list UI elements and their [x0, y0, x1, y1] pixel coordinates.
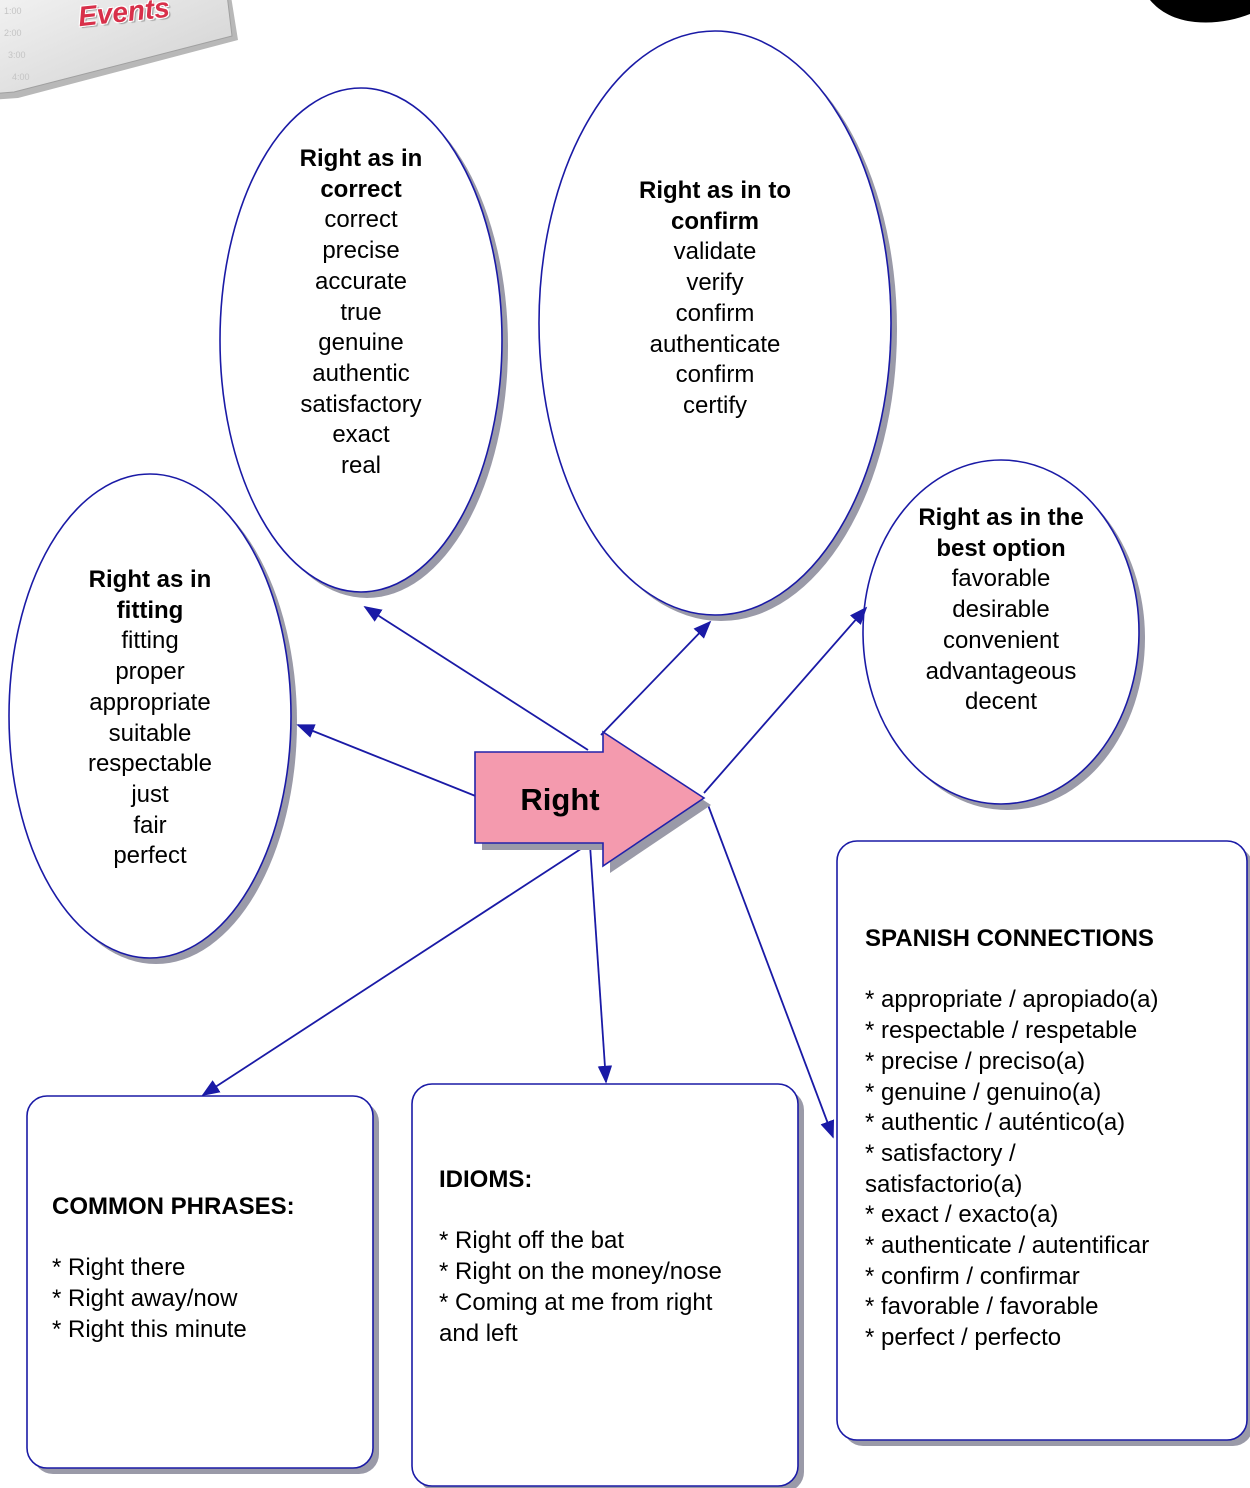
idiom-item: * Right off the bat: [439, 1227, 625, 1255]
common-phrases-heading: COMMON PHRASES:: [52, 1193, 295, 1220]
meaning-title: Right as in to confirm: [639, 177, 791, 235]
connector-to-correct: [363, 606, 589, 751]
meaning-word: certify: [682, 391, 747, 419]
common-phrase-item: * Right this minute: [52, 1315, 247, 1343]
connector-to-idioms: [589, 844, 613, 1084]
meaning-word: just: [131, 780, 169, 808]
meaning-word: exact: [332, 421, 390, 449]
meaning-word: respectable: [87, 750, 213, 778]
idiom-item: * Coming at me from right: [439, 1288, 713, 1316]
meaning-word: verify: [686, 269, 744, 297]
logo-time-label: 2:00: [4, 28, 22, 38]
center-arrow: [474, 730, 706, 868]
meaning-word: true: [340, 298, 382, 326]
meaning-word: fair: [133, 811, 167, 839]
meaning-word: advantageous: [925, 657, 1077, 685]
common-phrase-item: * Right there: [52, 1254, 186, 1282]
center-label: Right: [520, 782, 600, 817]
spanish-item: * genuine / genuino(a): [865, 1078, 1102, 1106]
meaning-word: accurate: [314, 267, 408, 295]
spanish-item: * satisfactory /: [865, 1139, 1016, 1167]
spanish-connections-text: SPANISH CONNECTIONS * appropriate / apro…: [865, 924, 1159, 1354]
logo-time-label: 1:00: [4, 6, 22, 16]
meaning-words: fitting proper appropriate suitable resp…: [20, 626, 280, 872]
meaning-words: validate verify confirm authenticate con…: [575, 237, 855, 421]
meaning-correct: Right as in correct correct precise accu…: [231, 144, 491, 482]
meaning-word: perfect: [113, 842, 187, 870]
meaning-word: validate: [673, 238, 757, 266]
meaning-word: suitable: [108, 719, 192, 747]
meaning-best-option: Right as in the best option favorable de…: [871, 503, 1131, 718]
meaning-word: authenticate: [649, 330, 781, 358]
meaning-fitting: Right as in fitting fitting proper appro…: [20, 565, 280, 872]
ellipse-best-option: [862, 459, 1140, 805]
ellipse-correct: [219, 87, 503, 593]
logo-trademark: ™: [168, 0, 178, 2]
logo-time-label: 3:00: [8, 50, 26, 60]
spanish-item: * precise / preciso(a): [865, 1047, 1086, 1075]
connector-to-confirm: [600, 620, 712, 736]
ellipse-fitting: [8, 473, 292, 959]
meaning-word: real: [340, 452, 382, 480]
spanish-item: * authenticate / autentificar: [865, 1232, 1150, 1260]
idioms-heading: IDIOMS:: [439, 1166, 533, 1193]
spanish-item: * perfect / perfecto: [865, 1324, 1062, 1352]
common-phrases-text: COMMON PHRASES: * Right there * Right aw…: [52, 1192, 295, 1346]
meaning-title: Right as in the best option: [918, 504, 1084, 562]
meaning-word: fitting: [121, 627, 179, 655]
meaning-word: authentic: [312, 359, 410, 387]
meaning-word: desirable: [952, 596, 1050, 624]
box-spanish-connections: [836, 840, 1248, 1441]
spanish-connections-heading: SPANISH CONNECTIONS: [865, 925, 1154, 952]
meaning-word: correct: [324, 206, 398, 234]
common-phrase-item: * Right away/now: [52, 1285, 238, 1313]
meaning-word: precise: [322, 237, 400, 265]
meaning-word: satisfactory: [300, 390, 422, 418]
meaning-word: convenient: [942, 626, 1060, 654]
cropped-letter-shape: [1150, 0, 1250, 23]
meaning-word: proper: [115, 658, 185, 686]
spanish-item: * exact / exacto(a): [865, 1201, 1059, 1229]
meaning-words: correct precise accurate true genuine au…: [231, 205, 491, 481]
spanish-item: * respectable / respetable: [865, 1017, 1138, 1045]
meaning-word: confirm: [675, 361, 755, 389]
logo-time-label: 4:00: [12, 72, 30, 82]
connector-to-spanish: [707, 804, 835, 1139]
meaning-title: Right as in correct: [299, 145, 423, 203]
meaning-word: genuine: [318, 329, 404, 357]
connector-to-common-phrases: [201, 842, 591, 1096]
spanish-item: satisfactorio(a): [865, 1170, 1023, 1198]
spanish-item: * favorable / favorable: [865, 1293, 1099, 1321]
idiom-item: * Right on the money/nose: [439, 1258, 722, 1286]
meaning-word: confirm: [675, 299, 755, 327]
box-idioms: [411, 1083, 799, 1487]
ellipse-confirm: [538, 30, 892, 616]
meaning-word: decent: [964, 688, 1038, 716]
meaning-title: Right as in fitting: [88, 566, 212, 624]
spanish-item: * appropriate / apropiado(a): [865, 986, 1159, 1014]
spanish-item: * authentic / auténtico(a): [865, 1109, 1126, 1137]
meaning-words: favorable desirable convenient advantage…: [871, 564, 1131, 718]
meaning-word: favorable: [951, 565, 1051, 593]
connector-to-fitting: [296, 724, 479, 798]
idioms-text: IDIOMS: * Right off the bat * Right on t…: [439, 1165, 722, 1349]
connector-to-best-option: [703, 606, 868, 794]
idiom-item: and left: [439, 1319, 518, 1347]
logo-card: 1:00 2:00 3:00 4:00: [0, 0, 238, 100]
meaning-word: appropriate: [89, 688, 211, 716]
spanish-item: * confirm / confirmar: [865, 1262, 1080, 1290]
box-common-phrases: [26, 1095, 374, 1469]
meaning-confirm: Right as in to confirm validate verify c…: [575, 176, 855, 422]
